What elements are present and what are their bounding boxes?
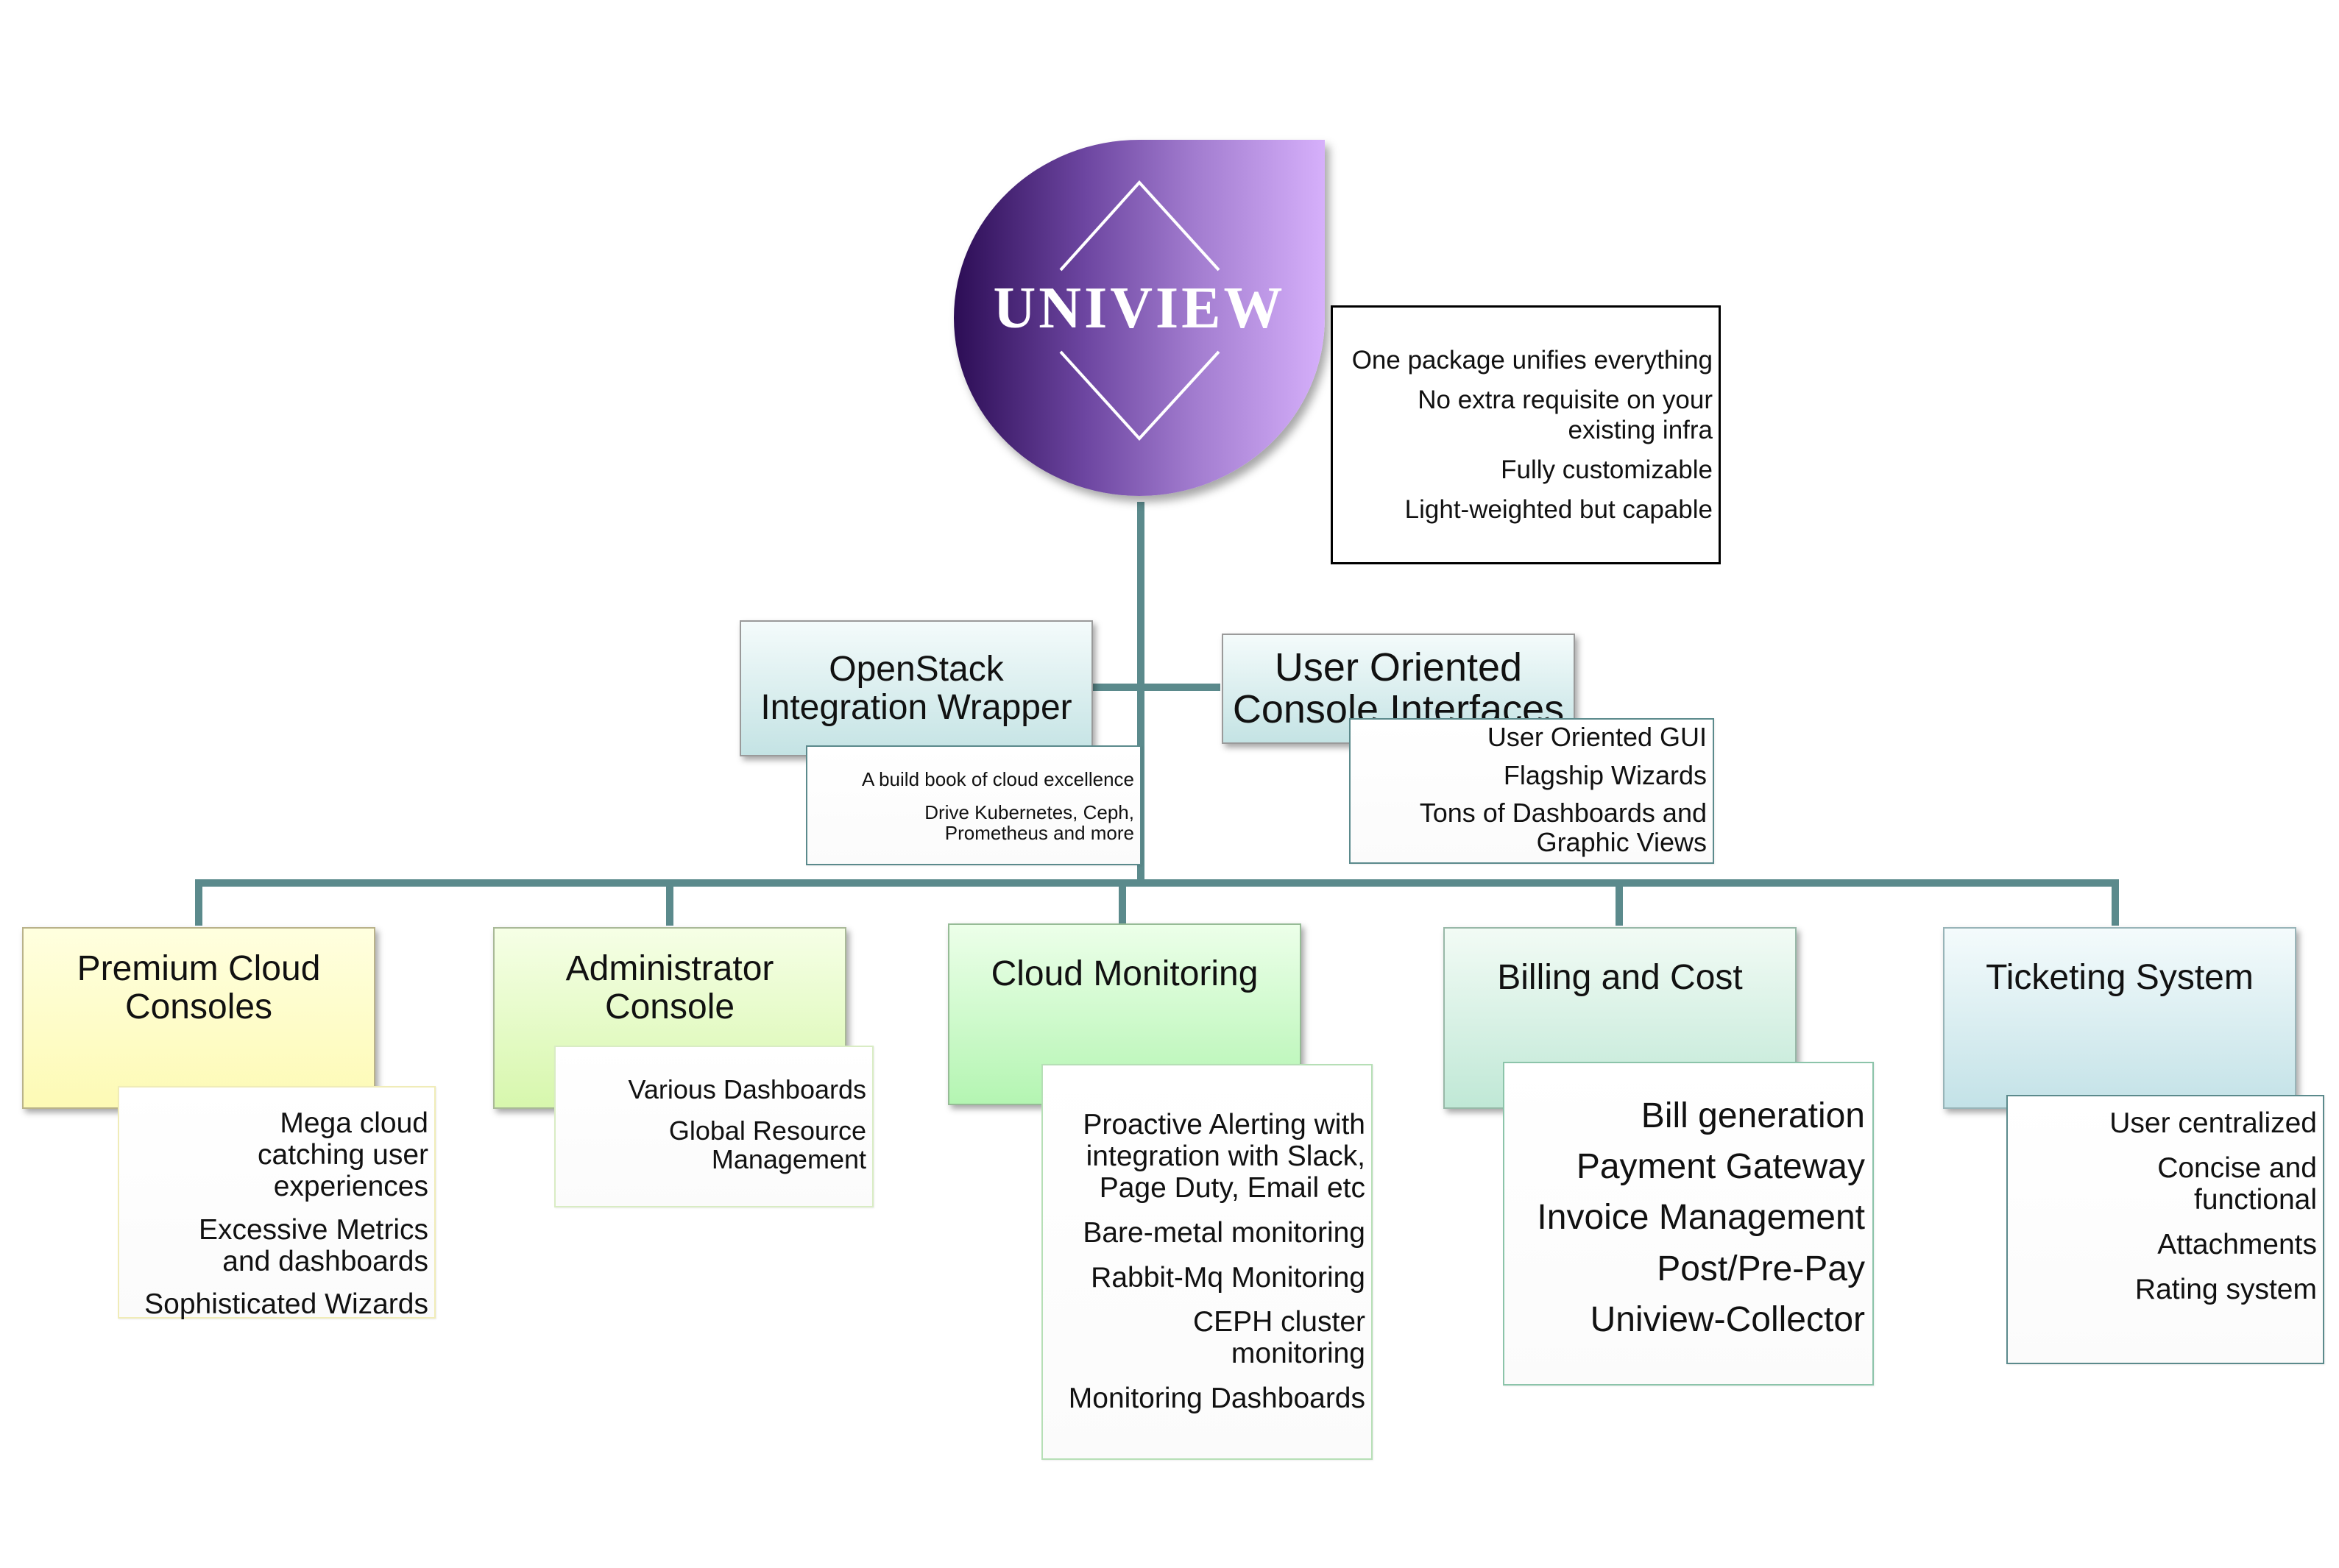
detail-item: A build book of cloud excellence xyxy=(861,768,1134,790)
administrator-console-details: Various Dashboards Global Resource Manag… xyxy=(554,1046,874,1207)
detail-item: Bare-metal monitoring xyxy=(1083,1216,1365,1249)
summary-item: One package unifies everything xyxy=(1351,346,1713,375)
detail-item: Payment Gateway xyxy=(1576,1147,1865,1187)
header-line: Administrator xyxy=(565,948,774,988)
ticketing-system-details: User centralized Concise and functional … xyxy=(2006,1095,2324,1364)
cloud-monitoring-details: Proactive Alerting with integration with… xyxy=(1041,1064,1373,1460)
uniview-logo: UNIVIEW xyxy=(954,140,1325,496)
premium-cloud-header: Premium Cloud Consoles xyxy=(22,927,375,1109)
detail-item: Excessive Metrics and dashboards xyxy=(198,1213,428,1277)
logo-text: UNIVIEW xyxy=(993,276,1286,341)
detail-item: Uniview-Collector xyxy=(1590,1299,1865,1339)
detail-item: Monitoring Dashboards xyxy=(1068,1383,1365,1415)
ticketing-system-header: Ticketing System xyxy=(1943,927,2296,1109)
detail-item: CEPH cluster monitoring xyxy=(1192,1306,1365,1370)
detail-item: Post/Pre-Pay xyxy=(1657,1249,1865,1288)
header-line: Console xyxy=(604,987,735,1026)
detail-item: Attachments xyxy=(2157,1228,2317,1260)
detail-item: Proactive Alerting with integration with… xyxy=(1083,1109,1365,1204)
user-oriented-details: User Oriented GUI Flagship Wizards Tons … xyxy=(1349,718,1714,864)
header-line: User Oriented xyxy=(1274,645,1523,690)
detail-item: Invoice Management xyxy=(1537,1198,1865,1238)
summary-item: No extra requisite on your existing infr… xyxy=(1418,386,1713,444)
summary-item: Fully customizable xyxy=(1501,455,1713,484)
detail-item: User Oriented GUI xyxy=(1487,722,1707,752)
detail-item: Drive Kubernetes, Ceph, Prometheus and m… xyxy=(924,801,1134,845)
detail-item: Tons of Dashboards and Graphic Views xyxy=(1419,798,1707,857)
detail-item: Flagship Wizards xyxy=(1503,759,1707,790)
detail-item: Global Resource Management xyxy=(668,1115,866,1175)
openstack-header: OpenStack Integration Wrapper xyxy=(740,620,1093,756)
openstack-details: A build book of cloud excellence Drive K… xyxy=(806,745,1142,865)
diamond-icon xyxy=(1059,180,1220,441)
detail-item: Sophisticated Wizards xyxy=(144,1288,428,1321)
summary-box: One package unifies everything No extra … xyxy=(1331,305,1721,564)
detail-item: Concise and functional xyxy=(2157,1152,2317,1216)
detail-item: User centralized xyxy=(2109,1107,2317,1139)
detail-item: Rating system xyxy=(2134,1273,2317,1305)
header-line: OpenStack xyxy=(829,649,1004,689)
detail-item: Mega cloud catching user experiences xyxy=(258,1107,428,1202)
summary-item: Light-weighted but capable xyxy=(1404,495,1713,524)
header-line: Integration Wrapper xyxy=(760,687,1072,727)
detail-item: Rabbit-Mq Monitoring xyxy=(1091,1261,1365,1294)
header-line: Billing and Cost xyxy=(1497,957,1743,997)
header-line: Cloud Monitoring xyxy=(991,954,1259,993)
detail-item: Various Dashboards xyxy=(628,1074,866,1104)
header-line: Ticketing System xyxy=(1986,957,2254,997)
billing-cost-details: Bill generation Payment Gateway Invoice … xyxy=(1503,1062,1874,1386)
header-line: Premium Cloud xyxy=(77,948,321,988)
detail-item: Bill generation xyxy=(1641,1096,1865,1135)
header-line: Consoles xyxy=(124,987,273,1026)
premium-cloud-details: Mega cloud catching user experiences Exc… xyxy=(118,1086,436,1321)
